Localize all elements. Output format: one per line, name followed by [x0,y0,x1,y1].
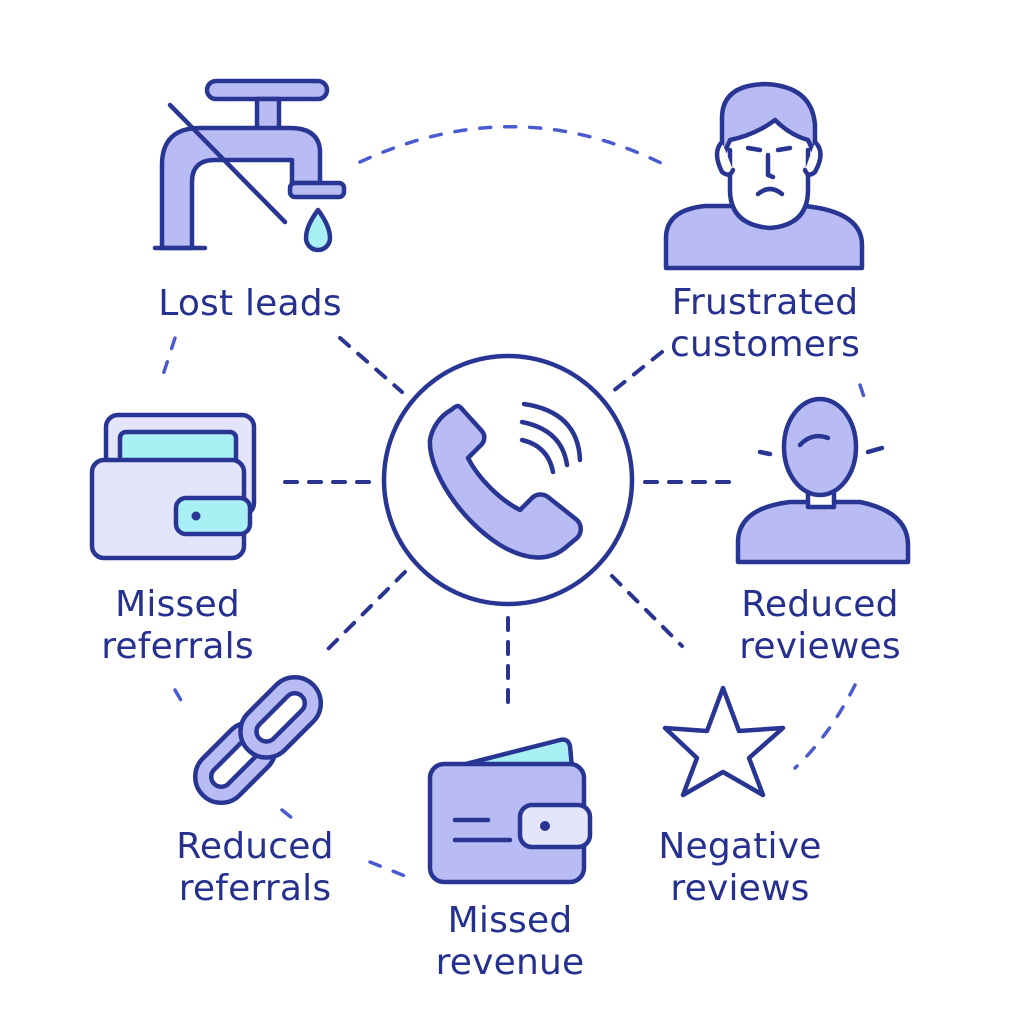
wallet-icon [427,737,593,885]
spoke-connectors [283,336,737,710]
label-reduced-referrals: Reduced referrals [176,826,334,909]
frowning-person-icon [663,81,865,271]
label-missed-revenue: Missed revenue [435,900,585,983]
label-negative-reviews: Negative reviews [658,826,822,909]
label-frustrated-customers: Frustrated customers [669,282,861,365]
star-icon [662,685,786,798]
spoke-lost-leads [338,336,404,394]
phone-icon [427,401,583,560]
faucet-icon [152,78,347,253]
label-lost-leads: Lost leads [158,283,342,324]
spoke-frustrated-customers [610,350,664,394]
center-phone-circle [381,353,635,607]
wallet-cards-icon [89,412,257,561]
outer-dashed-ring [160,125,867,880]
spoke-reduced-referrals [323,570,407,654]
label-missed-referrals: Missed referrals [101,584,254,667]
label-reduced-reviewes: Reduced reviewes [739,584,901,667]
chain-link-icon [192,674,324,806]
spoke-negative-reviews [610,574,684,648]
upset-person-icon [735,396,911,565]
